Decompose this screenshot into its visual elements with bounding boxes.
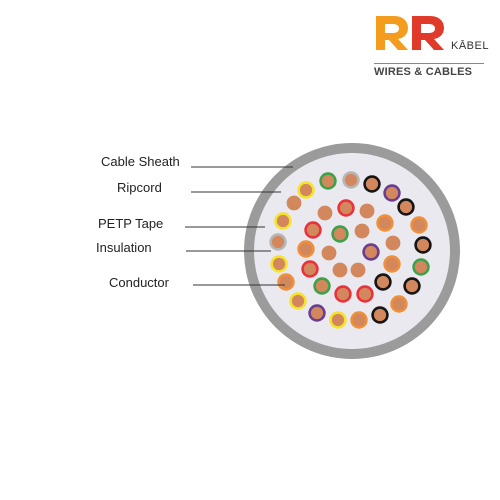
core-orange-7 [410,216,428,234]
callout-petp-tape: PETP Tape [98,216,265,231]
core-grey-3 [342,171,360,189]
core-purple-5 [383,184,401,202]
core-yellow-18 [270,255,288,273]
core-black-10 [403,277,421,295]
core-green-2 [319,172,337,190]
core-none-38 [350,262,366,278]
core-none-26 [385,235,401,251]
callout-ripcord: Ripcord [117,180,281,195]
callout-label-cable-sheath: Cable Sheath [101,154,180,169]
callout-conductor: Conductor [109,275,285,290]
core-black-8 [414,236,432,254]
brand-logo-block: KĀBEL WIRES & CABLES [372,12,490,78]
core-orange-27 [383,255,401,273]
core-grey-19 [269,233,287,251]
core-purple-37 [362,243,380,261]
core-orange-11 [390,295,408,313]
core-orange-13 [350,311,368,329]
core-yellow-20 [274,212,292,230]
core-red-23 [337,199,355,217]
core-black-12 [371,306,389,324]
cores-group [269,171,432,329]
core-red-30 [334,285,352,303]
core-none-39 [332,262,348,278]
core-green-9 [412,258,430,276]
core-none-21 [286,195,302,211]
core-green-31 [313,277,331,295]
callout-label-ripcord: Ripcord [117,180,162,195]
core-black-28 [374,273,392,291]
core-none-36 [354,223,370,239]
core-black-6 [397,198,415,216]
callout-insulation: Insulation [96,240,271,255]
brand-divider [374,63,484,64]
rr-logo-icon [376,16,444,50]
core-yellow-1 [297,181,315,199]
core-red-34 [304,221,322,239]
core-none-40 [321,245,337,261]
core-red-32 [301,260,319,278]
core-orange-17 [277,273,295,291]
core-orange-33 [297,240,315,258]
core-yellow-16 [289,292,307,310]
core-green-35 [331,225,349,243]
brand-name: KĀBEL [451,40,489,52]
core-purple-15 [308,304,326,322]
callout-cable-sheath: Cable Sheath [101,154,293,169]
core-red-29 [356,285,374,303]
callout-label-petp-tape: PETP Tape [98,216,163,231]
core-black-4 [363,175,381,193]
brand-tagline: WIRES & CABLES [374,66,473,78]
callout-label-conductor: Conductor [109,275,170,290]
core-orange-25 [376,214,394,232]
callout-label-insulation: Insulation [96,240,152,255]
core-yellow-14 [329,311,347,329]
core-none-24 [359,203,375,219]
core-none-22 [317,205,333,221]
